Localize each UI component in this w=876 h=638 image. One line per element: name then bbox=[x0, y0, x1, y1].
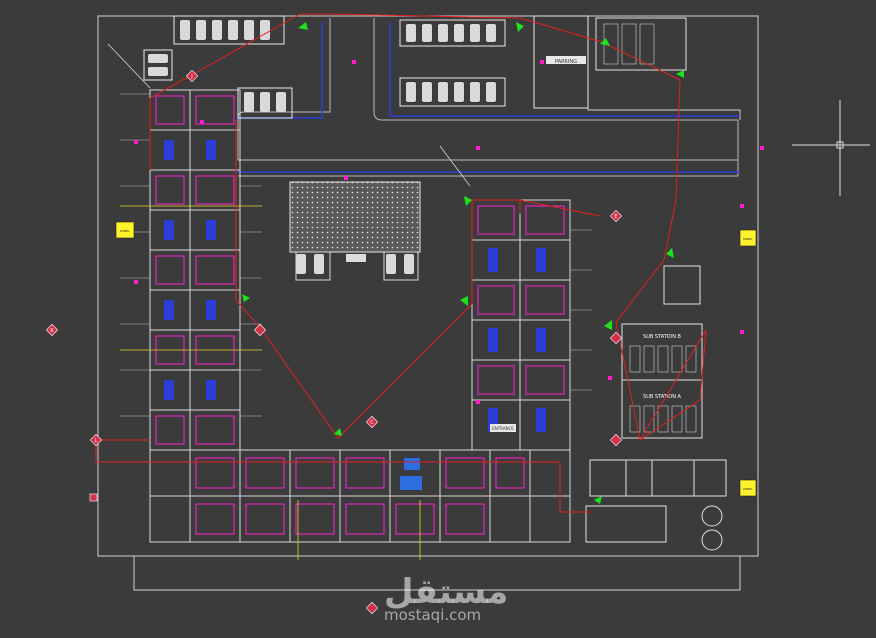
right-upper-panel-label: PANEL bbox=[743, 237, 753, 241]
marker-k-label: K bbox=[50, 328, 54, 334]
entrance-tag-text: ENTRANCE bbox=[492, 426, 514, 431]
panel-boards bbox=[115, 221, 757, 497]
substation-cabinets bbox=[603, 23, 697, 433]
right-lower-panel-label: PANEL bbox=[743, 487, 753, 491]
north-parking bbox=[143, 15, 589, 119]
watermark-logo: مستقل bbox=[384, 572, 509, 612]
east-wing-ducts bbox=[488, 248, 546, 432]
marker-j-label: J bbox=[190, 74, 192, 80]
electrical-devices bbox=[134, 60, 764, 404]
leader-line bbox=[439, 145, 471, 187]
east-wing-furniture bbox=[477, 205, 565, 395]
crosshair-cursor bbox=[792, 100, 870, 196]
markers bbox=[45, 69, 623, 615]
south-wing-furniture bbox=[195, 457, 525, 535]
south-wing-equipment bbox=[400, 458, 422, 490]
substation-b-label: SUB STATION B bbox=[643, 334, 682, 340]
west-wing-ducts bbox=[164, 140, 216, 400]
substation-a-label: SUB STATION A bbox=[643, 394, 682, 400]
parking-sign bbox=[546, 56, 586, 64]
security-cameras bbox=[242, 22, 684, 504]
west-wing bbox=[149, 89, 241, 451]
marker-e-label: E bbox=[614, 214, 617, 220]
grid-axes bbox=[120, 205, 421, 560]
network-cable bbox=[95, 13, 707, 513]
marker-l-label: L bbox=[95, 438, 98, 444]
south-wing bbox=[149, 449, 571, 543]
marker-c-label: C bbox=[370, 420, 374, 426]
watermark-url: mostaqi.com bbox=[384, 606, 482, 624]
east-wing bbox=[471, 199, 571, 451]
substation-panel bbox=[585, 17, 727, 551]
parking-sign-text: PARKING bbox=[555, 59, 577, 65]
grid-ticks bbox=[120, 93, 592, 417]
central-canopy bbox=[289, 181, 421, 281]
entrance-tag bbox=[490, 424, 516, 432]
left-panel-label: PANEL bbox=[120, 229, 130, 233]
leader-line bbox=[107, 43, 151, 89]
